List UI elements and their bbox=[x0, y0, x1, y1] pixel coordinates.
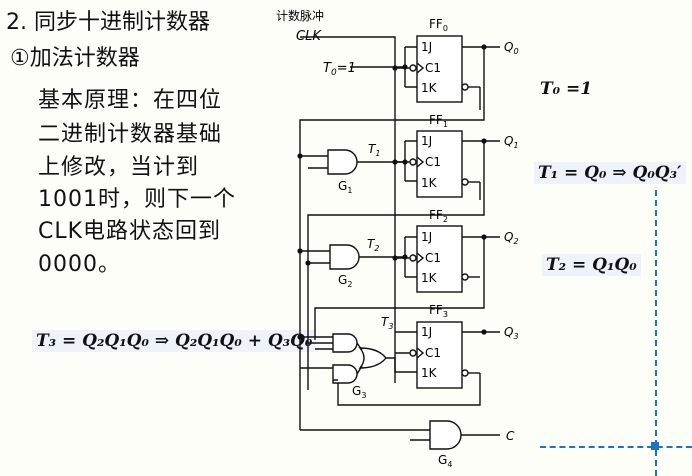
ff2-qn-bubble bbox=[461, 273, 469, 281]
decoration-dashed-horizontal bbox=[540, 446, 692, 448]
ff3-jk-wires bbox=[405, 331, 417, 373]
q3-label: Q3 bbox=[504, 325, 519, 341]
ff2-clock-mark bbox=[416, 252, 425, 264]
ff0-clock-bubble bbox=[409, 64, 417, 72]
ff3-clock-mark bbox=[416, 347, 425, 359]
clk-input-label: 计数脉冲 bbox=[276, 8, 324, 23]
t1-label: T1 bbox=[368, 142, 380, 158]
body-line-4: 1001时，则下一个 bbox=[38, 187, 236, 212]
ff0-qn-bubble bbox=[461, 83, 469, 91]
carry-label: C bbox=[506, 429, 515, 443]
g2-label: G2 bbox=[338, 273, 352, 289]
ff2-pin-c: C1 bbox=[425, 251, 441, 265]
gate-g4-wires bbox=[300, 429, 500, 441]
body-line-1: 基本原理：在四位 bbox=[38, 88, 223, 113]
clk-label: CLK bbox=[296, 29, 322, 44]
ff1-box bbox=[416, 130, 463, 198]
ff3-title: FF3 bbox=[429, 303, 448, 319]
clk-bus-wire bbox=[300, 36, 396, 383]
body-line-3: 上修改，当计到 bbox=[38, 155, 200, 180]
text-panel: 2. 同步十进制计数器 ①加法计数器 基本原理：在四位 二进制计数器基础 上修改… bbox=[0, 0, 272, 476]
ff0-pin-j: 1J bbox=[421, 40, 432, 54]
ff1-clock-mark bbox=[416, 156, 425, 168]
ff3-box bbox=[416, 321, 463, 389]
q2-label: Q2 bbox=[504, 230, 519, 246]
ff2-pin-j: 1J bbox=[421, 230, 432, 244]
slide-heading: 2. 同步十进制计数器 bbox=[6, 10, 210, 35]
ff1-pin-k: 1K bbox=[421, 176, 438, 190]
gate-g4 bbox=[429, 420, 462, 450]
gate-g3-or bbox=[358, 347, 387, 369]
clk-branch-wires bbox=[395, 67, 418, 354]
slide-subheading: ①加法计数器 bbox=[10, 46, 140, 71]
g3-label: G3 bbox=[352, 384, 366, 400]
gate-g3-wires bbox=[300, 331, 405, 381]
ff1-qn-bubble bbox=[461, 178, 469, 186]
formula-t0: T₀ =1 bbox=[540, 79, 593, 99]
ff3-pin-k: 1K bbox=[421, 366, 438, 380]
ff0-pin-k: 1K bbox=[421, 81, 438, 95]
gate-g1 bbox=[327, 149, 358, 175]
ff0-pin-c: C1 bbox=[425, 61, 441, 75]
q1-label: Q1 bbox=[504, 134, 519, 150]
body-line-5: CLK电路状态回到 bbox=[38, 219, 222, 244]
ff1-pin-j: 1J bbox=[421, 134, 432, 148]
formula-t2: T₂ = Q₁Q₀ bbox=[542, 254, 641, 276]
ff2-title: FF2 bbox=[429, 208, 448, 224]
g1-label: G1 bbox=[338, 179, 352, 195]
decoration-dashed-vertical bbox=[655, 190, 657, 476]
junction-dots bbox=[297, 44, 487, 340]
ff3-qn-bubble bbox=[461, 369, 469, 377]
gate-g3-and-top bbox=[332, 333, 358, 353]
formula-t1: T₁ = Q₀ ⇒ Q₀Q₃′ bbox=[534, 162, 686, 184]
ff1-clock-bubble bbox=[409, 158, 417, 166]
feedback-wires bbox=[299, 47, 485, 430]
ff0-jk-wires bbox=[350, 46, 417, 88]
ff3-clock-bubble bbox=[409, 349, 417, 357]
qn-feedback-wires bbox=[337, 87, 481, 406]
ff3-pin-j: 1J bbox=[421, 325, 432, 339]
ff0-title: FF0 bbox=[429, 17, 448, 33]
gate-g2 bbox=[329, 244, 360, 270]
gate-g3-and-bottom bbox=[332, 364, 358, 384]
t2-label: T2 bbox=[367, 237, 379, 253]
q0-label: Q0 bbox=[504, 40, 519, 56]
t3-label: T3 bbox=[381, 315, 393, 331]
body-line-6: 0000。 bbox=[38, 252, 121, 277]
g4-label: G4 bbox=[438, 453, 452, 469]
ff0-box bbox=[416, 35, 463, 103]
ff2-box bbox=[416, 225, 463, 293]
ff0-clock-mark bbox=[416, 62, 425, 74]
body-line-2: 二进制计数器基础 bbox=[38, 122, 223, 147]
ff1-pin-c: C1 bbox=[425, 155, 441, 169]
ff3-pin-c: C1 bbox=[425, 346, 441, 360]
ff1-title: FF1 bbox=[429, 113, 448, 129]
ff2-clock-bubble bbox=[409, 254, 417, 262]
formula-t3: T₃ = Q₂Q₁Q₀ ⇒ Q₂Q₁Q₀ + Q₃Q₀ bbox=[32, 330, 317, 352]
ff2-pin-k: 1K bbox=[421, 271, 438, 285]
t0-label: T0=1 bbox=[323, 61, 356, 78]
decoration-corner-square bbox=[651, 442, 659, 450]
